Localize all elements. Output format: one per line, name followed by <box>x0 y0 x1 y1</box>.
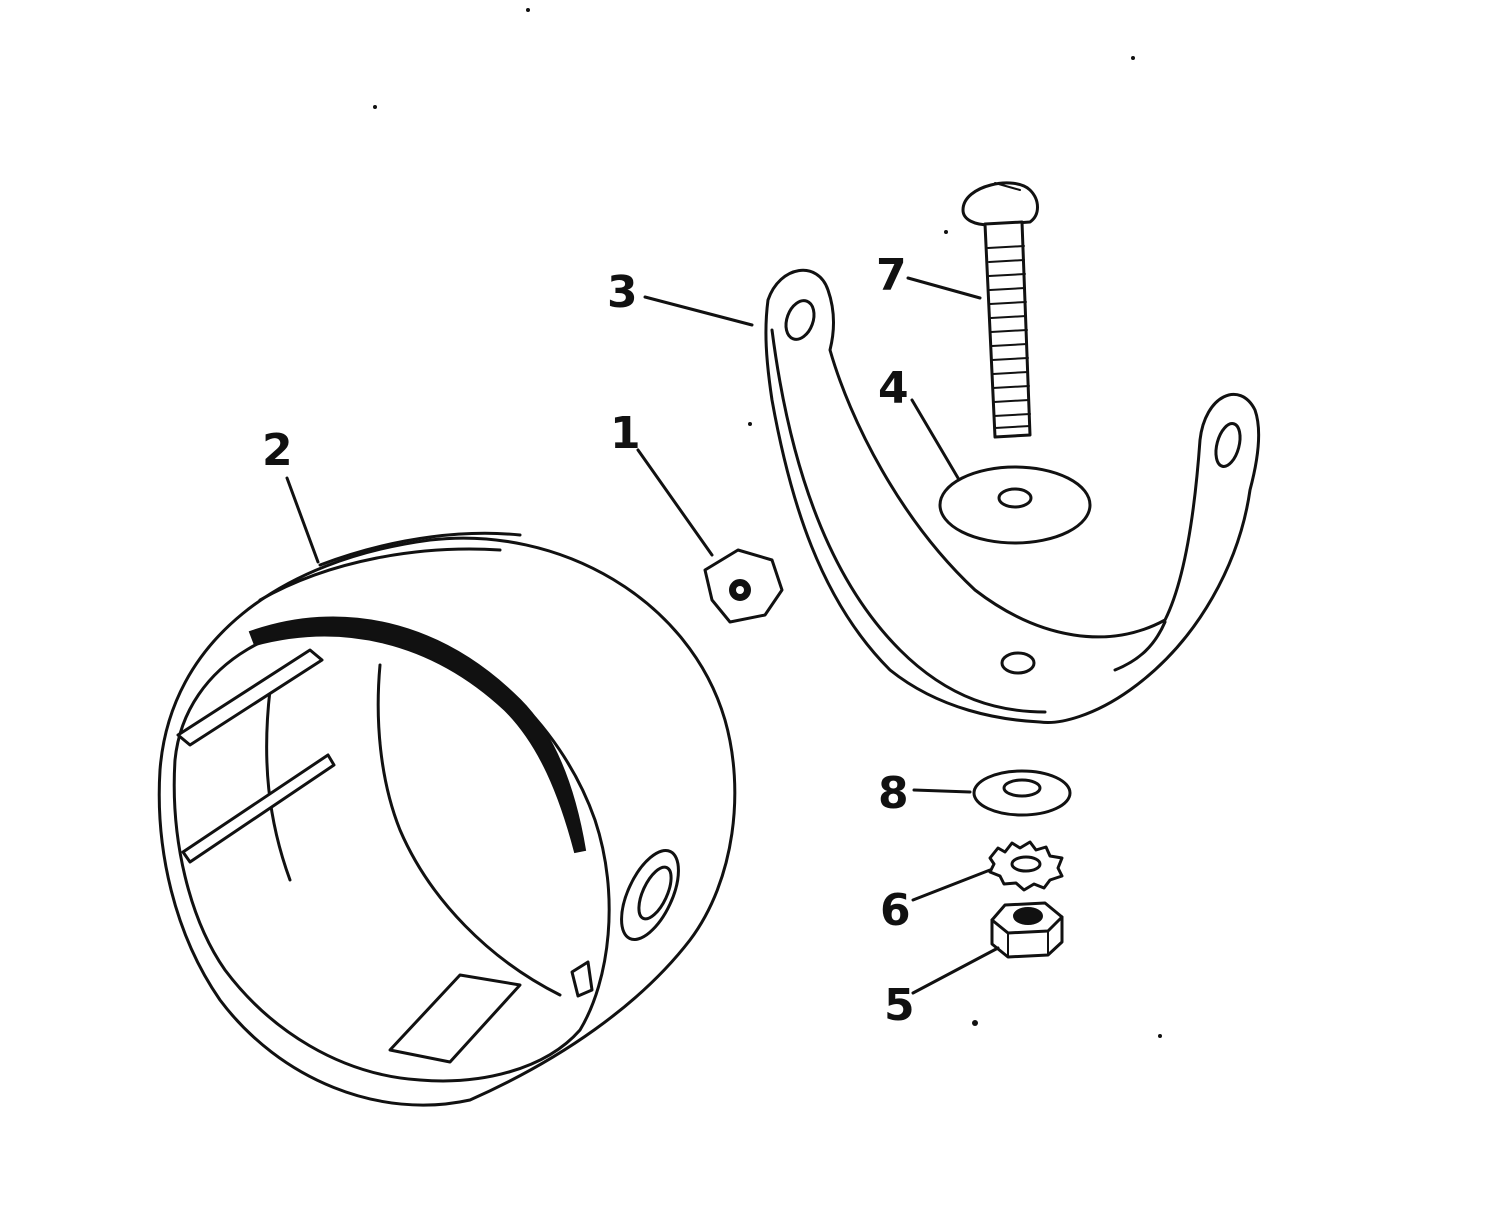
bracket-strap <box>764 268 1261 725</box>
large-washer <box>938 465 1092 545</box>
lock-washer <box>988 840 1064 892</box>
callout-7: 7 <box>876 250 907 301</box>
carriage-bolt <box>961 181 1039 439</box>
small-nut <box>703 548 784 624</box>
housing-ring <box>157 531 737 1107</box>
callout-8: 8 <box>878 768 909 819</box>
flat-washer <box>972 769 1072 817</box>
leader-lines <box>285 276 1000 995</box>
hex-nut <box>990 901 1064 959</box>
callout-1: 1 <box>610 408 641 459</box>
callout-5: 5 <box>884 980 915 1031</box>
callout-3: 3 <box>607 267 638 318</box>
callout-6: 6 <box>880 885 911 936</box>
callout-2: 2 <box>262 425 293 476</box>
callout-4: 4 <box>878 363 909 414</box>
callout-labels: 1 2 3 4 5 6 7 8 <box>262 250 915 1031</box>
